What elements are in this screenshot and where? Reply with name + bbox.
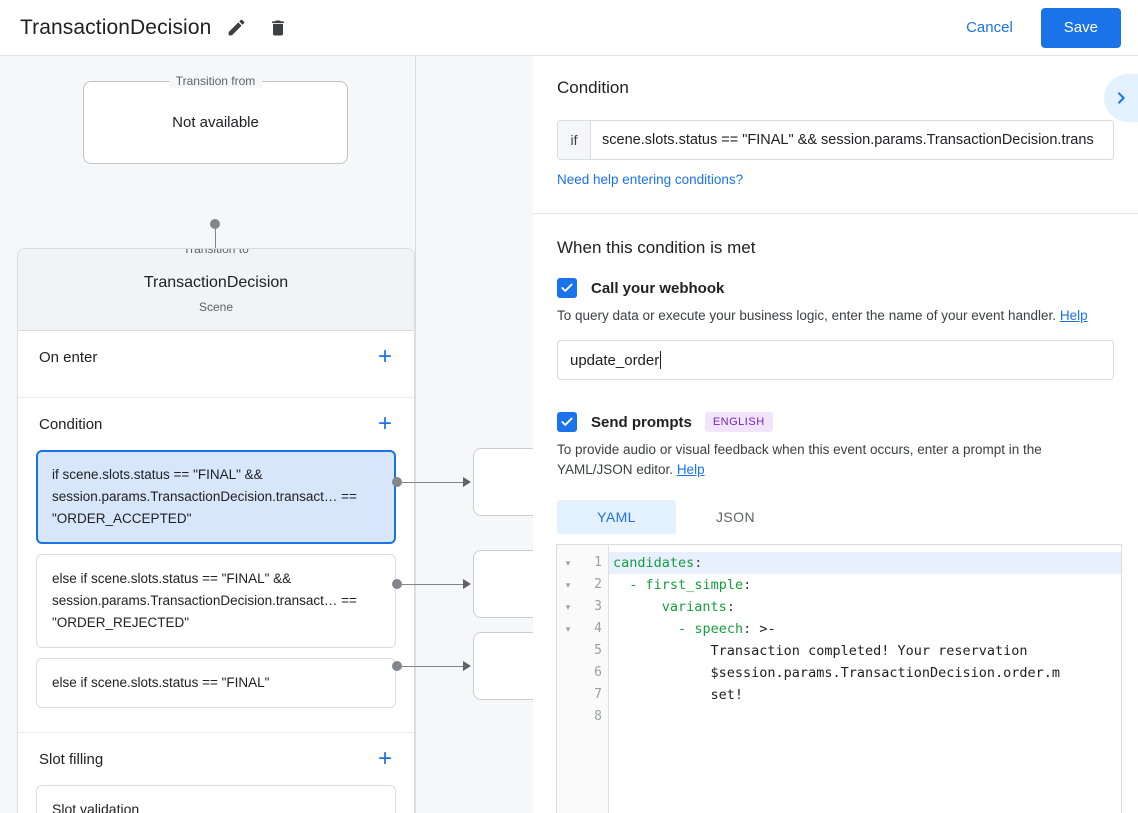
chevron-right-icon[interactable] <box>1104 74 1138 122</box>
section-slot-filling: Slot filling + Slot validation <box>18 733 414 813</box>
line-number: 6 <box>594 665 602 680</box>
transition-to-legend: Transition to <box>176 249 256 256</box>
fold-toggle-icon[interactable]: ▾ <box>565 579 571 590</box>
editor-fold-gutter[interactable]: ▾ ▾ ▾ ▾ <box>557 545 579 813</box>
fold-toggle-icon[interactable]: ▾ <box>565 623 571 634</box>
transition-to-title: TransactionDecision <box>143 274 289 291</box>
fold-toggle-icon[interactable]: ▾ <box>565 601 571 612</box>
condition-connector-arrow-1 <box>463 579 471 589</box>
prompts-description-text: To provide audio or visual feedback when… <box>557 442 1042 477</box>
line-number: 8 <box>594 709 602 724</box>
code-line[interactable]: variants: <box>661 599 735 615</box>
tab-json[interactable]: JSON <box>716 509 755 525</box>
if-label: if <box>558 121 591 159</box>
slot-validation-item[interactable]: Slot validation <box>36 785 396 813</box>
section-title-condition: Condition <box>39 415 103 433</box>
condition-connector-arrow-2 <box>463 661 471 671</box>
pencil-icon[interactable] <box>219 11 253 45</box>
code-line[interactable]: Transaction completed! Your reservation <box>613 643 1028 659</box>
webhook-description: To query data or execute your business l… <box>557 306 1114 326</box>
page-title: TransactionDecision <box>20 15 212 39</box>
condition-connector-dot-0 <box>392 477 402 487</box>
condition-connector-dot-2 <box>392 661 402 671</box>
transition-from-legend: Transition from <box>168 74 263 88</box>
line-number: 3 <box>594 599 602 614</box>
language-badge: ENGLISH <box>704 412 773 432</box>
code-line[interactable]: - first_simple: <box>629 577 752 593</box>
webhook-checkbox[interactable] <box>557 278 577 298</box>
code-line[interactable]: set! <box>613 687 744 703</box>
webhook-handler-value: update_order <box>570 351 660 369</box>
line-number: 7 <box>594 687 602 702</box>
condition-item-2[interactable]: else if scene.slots.status == "FINAL" <box>36 658 396 708</box>
panel-condition-heading: Condition <box>557 78 629 97</box>
section-on-enter: On enter + <box>18 331 414 398</box>
condition-connector-line-2 <box>402 666 465 667</box>
condition-connector-arrow-0 <box>463 477 471 487</box>
canvas-divider <box>415 56 416 813</box>
line-number: 2 <box>594 577 602 592</box>
add-slot-filling-button[interactable]: + <box>377 745 392 772</box>
section-title-on-enter: On enter <box>39 348 98 366</box>
line-number: 1 <box>594 555 602 570</box>
transition-from-value: Not available <box>172 114 259 131</box>
tab-yaml[interactable]: YAML <box>557 500 676 534</box>
condition-item-1[interactable]: else if scene.slots.status == "FINAL" &&… <box>36 554 396 648</box>
section-header-condition: Condition + <box>18 398 414 450</box>
scene-canvas[interactable]: Transition from Not available Transition… <box>0 56 533 813</box>
transition-to-node[interactable]: Transition to TransactionDecision Scene <box>18 249 414 331</box>
condition-connector-line-1 <box>402 584 465 585</box>
webhook-description-text: To query data or execute your business l… <box>557 308 1057 323</box>
condition-help-link[interactable]: Need help entering conditions? <box>557 172 744 187</box>
target-node-1[interactable] <box>473 550 533 618</box>
text-caret <box>660 351 662 369</box>
transition-to-subtitle: Scene <box>198 300 234 314</box>
line-number: 4 <box>594 621 602 636</box>
prompts-checkbox[interactable] <box>557 412 577 432</box>
condition-connector-dot-1 <box>392 579 402 589</box>
prompts-label: Send prompts <box>591 413 692 431</box>
fold-toggle-icon[interactable]: ▾ <box>565 557 571 568</box>
section-header-slot-filling: Slot filling + <box>18 733 414 785</box>
target-node-2[interactable] <box>473 632 533 700</box>
panel-condition-section: Condition if scene.slots.status == "FINA… <box>533 56 1138 214</box>
code-line[interactable]: - speech: >- <box>678 621 776 637</box>
save-button[interactable]: Save <box>1040 7 1121 48</box>
prompts-description: To provide audio or visual feedback when… <box>557 440 1114 480</box>
webhook-help-link[interactable]: Help <box>1059 308 1088 323</box>
add-condition-button[interactable]: + <box>377 410 392 437</box>
webhook-check-row[interactable]: Call your webhook <box>557 278 1114 298</box>
add-on-enter-button[interactable]: + <box>377 343 392 370</box>
condition-connector-line-0 <box>402 482 465 483</box>
scene-card: Transition to TransactionDecision Scene … <box>17 248 415 813</box>
code-line[interactable]: $session.params.TransactionDecision.orde… <box>613 665 1061 681</box>
when-met-heading: When this condition is met <box>557 238 756 257</box>
editor-code-area[interactable]: candidates: - first_simple: variants: - … <box>609 545 1121 813</box>
condition-input-row[interactable]: if scene.slots.status == "FINAL" && sess… <box>557 120 1114 160</box>
transition-from-node[interactable]: Transition from Not available <box>83 74 348 164</box>
code-line[interactable]: candidates: <box>609 552 1121 574</box>
target-node-0[interactable] <box>473 448 533 516</box>
yaml-editor[interactable]: ▾ ▾ ▾ ▾ 1 2 3 4 5 6 7 8 candidates: - first_simple… <box>556 544 1122 813</box>
webhook-handler-input[interactable]: update_order <box>557 340 1114 380</box>
line-number: 5 <box>594 643 602 658</box>
section-title-slot-filling: Slot filling <box>39 750 104 768</box>
trash-icon[interactable] <box>261 11 295 45</box>
prompts-check-row[interactable]: Send prompts ENGLISH <box>557 412 1114 432</box>
editor-format-tabs: YAML JSON <box>557 500 1114 534</box>
webhook-label: Call your webhook <box>591 279 725 297</box>
section-header-on-enter: On enter + <box>18 331 414 383</box>
condition-item-0[interactable]: if scene.slots.status == "FINAL" && sess… <box>36 450 396 544</box>
cancel-button[interactable]: Cancel <box>952 10 1027 45</box>
panel-when-met-section: When this condition is met Call your web… <box>533 214 1138 558</box>
app-header: TransactionDecision Cancel Save <box>0 0 1138 56</box>
code-line[interactable] <box>609 706 1121 728</box>
prompts-help-link[interactable]: Help <box>676 462 705 477</box>
condition-expression-input[interactable]: scene.slots.status == "FINAL" && session… <box>602 132 1094 148</box>
section-condition: Condition + if scene.slots.status == "FI… <box>18 398 414 733</box>
editor-line-numbers: 1 2 3 4 5 6 7 8 <box>579 545 609 813</box>
